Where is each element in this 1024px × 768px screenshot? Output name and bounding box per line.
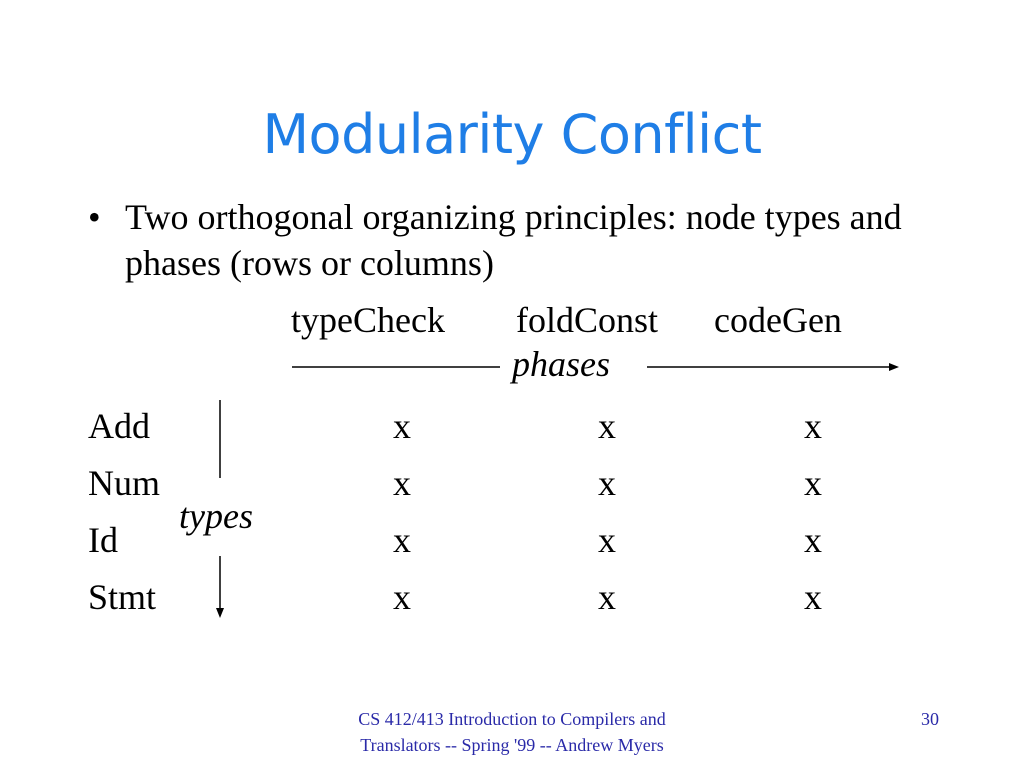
slide-title: Modularity Conflict — [262, 103, 762, 166]
cell-add-typecheck: x — [393, 406, 411, 446]
types-axis-label: types — [179, 496, 253, 536]
footer-course-text: CS 412/413 Introduction to Compilers and… — [358, 709, 666, 755]
page-number: 30 — [921, 709, 939, 729]
column-header-typecheck: typeCheck — [291, 300, 445, 340]
cell-num-foldconst: x — [598, 463, 616, 503]
cell-stmt-foldconst: x — [598, 577, 616, 617]
column-header-codegen: codeGen — [714, 300, 842, 340]
types-arrow-head — [216, 608, 224, 618]
phases-axis-label: phases — [512, 344, 610, 384]
bullet-marker: • — [88, 197, 101, 237]
row-label-add: Add — [88, 406, 150, 446]
cell-num-codegen: x — [804, 463, 822, 503]
column-header-foldconst: foldConst — [516, 300, 659, 340]
bullet-text: Two orthogonal organizing principles: no… — [125, 197, 902, 283]
cell-id-typecheck: x — [393, 520, 411, 560]
row-label-num: Num — [88, 463, 160, 503]
cell-id-codegen: x — [804, 520, 822, 560]
row-label-id: Id — [88, 520, 118, 560]
cell-id-foldconst: x — [598, 520, 616, 560]
row-label-stmt: Stmt — [88, 577, 157, 617]
cell-stmt-typecheck: x — [393, 577, 411, 617]
cell-add-codegen: x — [804, 406, 822, 446]
cell-add-foldconst: x — [598, 406, 616, 446]
cell-stmt-codegen: x — [804, 577, 822, 617]
phases-arrow-head — [889, 363, 899, 371]
cell-num-typecheck: x — [393, 463, 411, 503]
